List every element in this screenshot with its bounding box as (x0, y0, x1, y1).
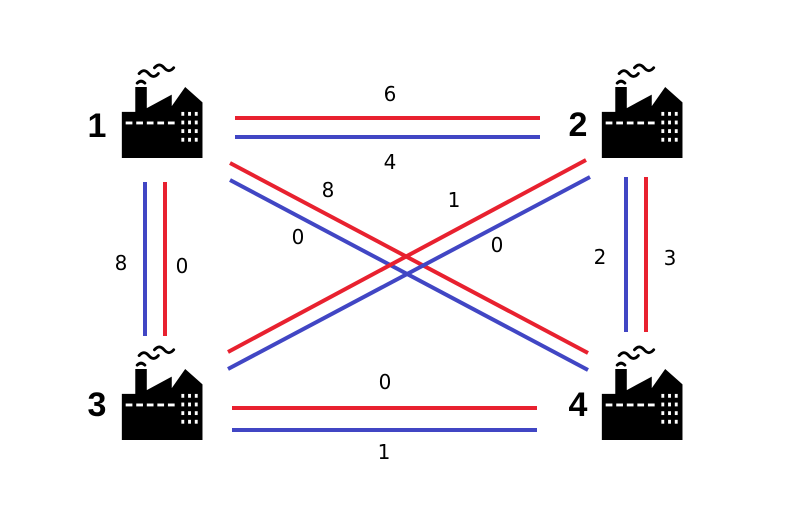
edge-1-2-red-label: 6 (384, 82, 397, 106)
edge-1-3: 8 0 (115, 182, 189, 336)
edge-1-4-blue-label: 0 (292, 225, 305, 249)
factory-icon (120, 345, 204, 440)
edge-2-3-blue-line (227, 175, 591, 371)
node-2: 2 (569, 63, 684, 158)
edge-1-4-red-line (229, 161, 589, 355)
edge-1-2-blue-label: 4 (384, 150, 397, 174)
node-4-label: 4 (569, 386, 588, 424)
edge-2-3-blue-label: 0 (491, 233, 504, 257)
edge-1-3-blue-label: 8 (115, 251, 128, 275)
node-4: 4 (569, 345, 684, 440)
edge-1-2: 6 4 (235, 82, 540, 174)
edge-3-4-blue-label: 1 (378, 440, 391, 464)
factory-icon (600, 63, 684, 158)
edge-2-4: 2 3 (594, 177, 677, 332)
edge-3-4-red-label: 0 (379, 370, 392, 394)
factory-icon (600, 345, 684, 440)
node-3: 3 (88, 345, 204, 440)
edge-2-3-red-line (227, 158, 587, 354)
edge-1-4-red-label: 8 (322, 178, 335, 202)
edge-2-3-red-label: 1 (448, 188, 461, 212)
factory-icon (120, 63, 204, 158)
edge-2-3: 1 0 (227, 158, 591, 371)
node-3-label: 3 (88, 386, 107, 424)
node-1-label: 1 (88, 107, 107, 145)
edge-2-4-blue-label: 2 (594, 245, 607, 269)
edge-1-3-red-label: 0 (176, 254, 189, 278)
node-1: 1 (88, 63, 204, 158)
edge-3-4: 0 1 (232, 370, 537, 464)
edge-2-4-red-label: 3 (664, 246, 677, 270)
node-2-label: 2 (569, 106, 588, 144)
